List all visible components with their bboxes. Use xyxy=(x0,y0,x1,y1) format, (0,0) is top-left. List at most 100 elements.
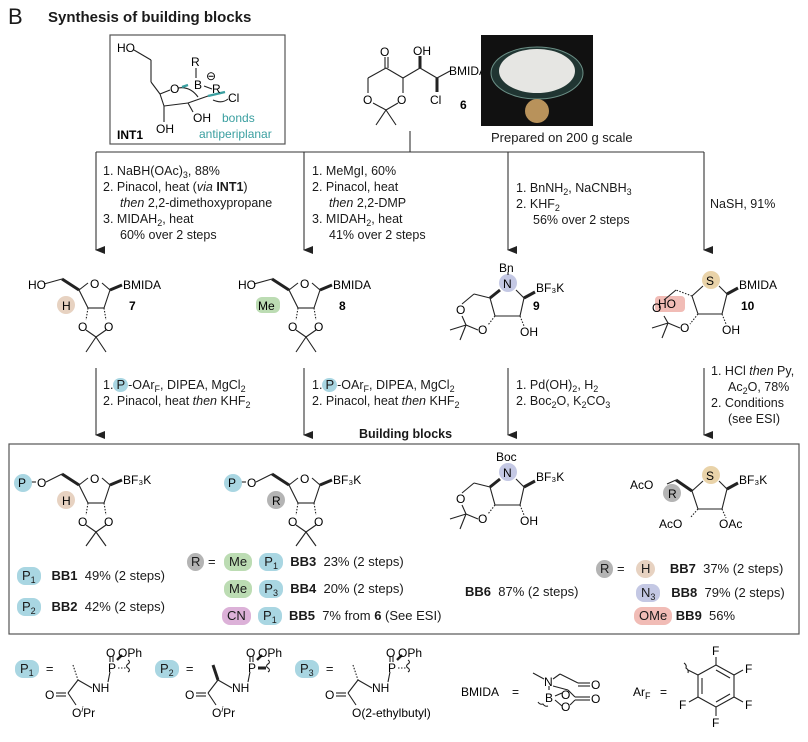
r-badge: R xyxy=(187,553,205,571)
bb8-yield: 79% (2 steps) xyxy=(704,585,785,600)
bmida-structure xyxy=(532,672,590,707)
condbbh-line2: 2. Pinacol, heat then KHF2 xyxy=(103,394,251,410)
c10-o2: O xyxy=(680,321,689,335)
p3-badge: P3 xyxy=(295,660,319,678)
c9-number: 9 xyxy=(533,299,540,313)
r-equals-label-2: R = xyxy=(187,553,216,571)
bb4-row: Me P3 BB4 20% (2 steps) xyxy=(224,580,404,598)
bb-h-ring-o: O xyxy=(90,472,99,486)
bb6-boc: Boc xyxy=(496,450,517,464)
int1-oh1: OH xyxy=(193,111,211,125)
int1-r-top: R xyxy=(191,55,200,69)
condbbr-line2: 2. Pinacol, heat then KHF2 xyxy=(312,394,460,410)
c9-bf3k: BF₃K xyxy=(536,281,564,295)
intermediate-10-structure xyxy=(651,285,739,339)
p2-legend-label: P2 = xyxy=(155,660,194,678)
p3-structure xyxy=(336,654,411,706)
p2-nh: NH xyxy=(232,681,249,695)
conditions-to-7: 1. NaBH(OAc)3, 88% 2. Pinacol, heat (via… xyxy=(103,163,272,243)
product-photo xyxy=(481,35,593,126)
bb1-row: P1 BB1 49% (2 steps) xyxy=(17,567,165,585)
cond8-line3: then 2,2-DMP xyxy=(329,196,407,210)
equals-sign: = xyxy=(45,661,54,676)
arf-f2: F xyxy=(745,662,752,676)
p2-o: O xyxy=(246,646,255,660)
p1-oph: OPh xyxy=(118,646,142,660)
bbthio-bf3k: BF₃K xyxy=(739,473,767,487)
r-badge: R xyxy=(596,560,614,578)
bb-h-h: H xyxy=(62,494,71,508)
building-blocks-box xyxy=(8,443,800,635)
int1-note-line2: antiperiplanar xyxy=(199,127,272,141)
ome-badge: OMe xyxy=(634,607,673,625)
bmida-o4: O xyxy=(591,692,600,706)
p3-p: P xyxy=(388,661,396,675)
p2-carbonyl-o: O xyxy=(185,688,194,702)
me-badge: Me xyxy=(224,580,253,598)
n3-badge: N3 xyxy=(636,584,661,602)
arf-f5: F xyxy=(679,698,686,712)
bb4-yield: 20% (2 steps) xyxy=(323,581,404,596)
bb7-name: BB7 xyxy=(669,561,696,576)
c8-number: 8 xyxy=(339,299,346,313)
cond7-line2: 2. Pinacol, heat (via INT1) xyxy=(103,180,248,194)
int1-label: INT1 xyxy=(117,128,143,142)
c8-o1: O xyxy=(288,320,297,334)
int1-cl: Cl xyxy=(228,91,239,105)
arf-legend-equals: = xyxy=(660,685,667,699)
bb3-row: Me P1 BB3 23% (2 steps) xyxy=(224,553,404,571)
p3-o: O xyxy=(386,646,395,660)
cond7-line1: 1. NaBH(OAc)3, 88% xyxy=(103,164,220,180)
panel-title: Synthesis of building blocks xyxy=(48,9,252,26)
cond8-line1: 1. MeMgI, 60% xyxy=(312,164,397,178)
p3-oph: OPh xyxy=(398,646,422,660)
condbbh-line1: 1.P-OArF, DIPEA, MgCl2 xyxy=(103,377,246,394)
bb-h-o1: O xyxy=(78,515,87,529)
p2-p: P xyxy=(248,661,256,675)
bb7-row: H BB7 37% (2 steps) xyxy=(636,560,783,578)
c6-cl: Cl xyxy=(430,93,441,107)
cond9-line3: 56% over 2 steps xyxy=(533,213,630,227)
c10-o1: O xyxy=(652,301,661,315)
c7-h: H xyxy=(62,299,71,313)
bb-r-ring-o: O xyxy=(300,472,309,486)
h-badge: H xyxy=(636,560,656,578)
p1-nh: NH xyxy=(92,681,109,695)
int1-oh2: OH xyxy=(156,122,174,136)
bb1-name: BB1 xyxy=(51,568,78,583)
cn-badge: CN xyxy=(222,607,251,625)
c10-bmida: BMIDA xyxy=(739,278,777,292)
c7-ho: HO xyxy=(28,278,46,292)
bb-r-o2: O xyxy=(314,515,323,529)
c8-ho: HO xyxy=(238,278,256,292)
highlight-p-bbr xyxy=(224,474,242,492)
bb6-o1: O xyxy=(456,492,465,506)
condbb6-line2: 2. Boc2O, K2CO3 xyxy=(516,394,611,410)
bb-h-o: O xyxy=(37,476,46,490)
p-badge: P xyxy=(322,378,338,392)
c6-keto-o: O xyxy=(380,45,389,59)
p2-badge: P2 xyxy=(17,598,41,616)
int1-box xyxy=(109,34,286,145)
c8-o2: O xyxy=(314,320,323,334)
conditions-to-9: 1. BnNH2, NaCNBH3 2. KHF2 56% over 2 ste… xyxy=(516,180,632,228)
bb-h-p: P xyxy=(18,476,26,490)
conditions-to-10: NaSH, 91% xyxy=(710,196,775,212)
bb6-name: BB6 xyxy=(465,584,492,599)
bb5-name: BB5 xyxy=(288,608,315,623)
conditions-to-bb-thio: 1. HCl then Py, Ac2O, 78% 2. Conditions … xyxy=(711,363,794,427)
c7-bmida: BMIDA xyxy=(123,278,161,292)
bb3-name: BB3 xyxy=(290,554,317,569)
bb5-row: CN P1 BB5 7% from 6 (See ESI) xyxy=(222,607,441,625)
p3-ester: O(2-ethylbutyl) xyxy=(352,706,431,720)
bmida-b: B xyxy=(545,691,553,705)
conditions-to-bb6: 1. Pd(OH)2, H2 2. Boc2O, K2CO3 xyxy=(516,377,611,410)
highlight-me-8 xyxy=(256,297,280,313)
conditions-to-bb-h: 1.P-OArF, DIPEA, MgCl2 2. Pinacol, heat … xyxy=(103,377,251,410)
photo-caption: Prepared on 200 g scale xyxy=(491,130,633,145)
p3-nh: NH xyxy=(372,681,389,695)
highlight-h-bb1 xyxy=(57,491,75,509)
p2-structure xyxy=(196,654,271,706)
c9-o1: O xyxy=(456,303,465,317)
